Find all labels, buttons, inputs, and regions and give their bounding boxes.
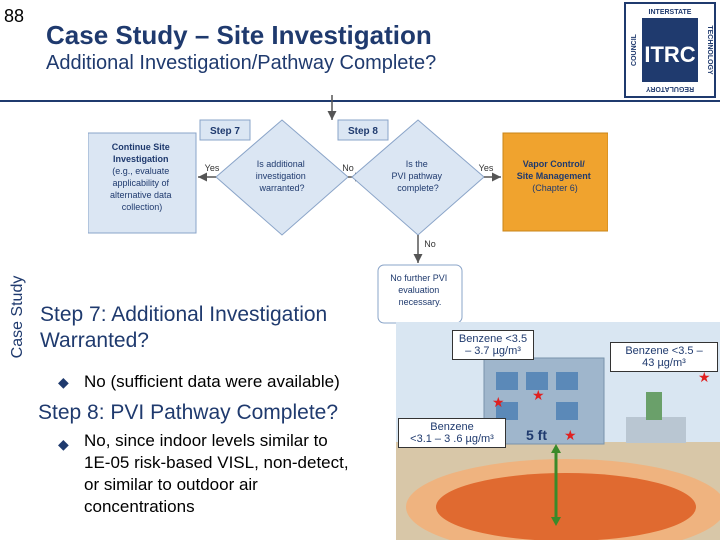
step8-bullet-line-2: 1E-05 risk-based VISL, non-detect, (84, 453, 349, 472)
step8-label: Step 8 (348, 126, 378, 137)
outdoor-unit (626, 417, 686, 443)
step7-title: Additional Investigation (106, 303, 328, 326)
diamond8-line-1: Is the (406, 159, 428, 169)
continue-line-4: applicability of (112, 178, 169, 188)
vapor-line-2: Site Management (517, 171, 591, 181)
no-mid-label: No (342, 163, 354, 173)
indoor-sample-star-icon: ★ (532, 387, 545, 403)
outdoor-sampler (646, 392, 662, 420)
step8-prefix: Step 8: (38, 401, 105, 424)
slide-number: 88 (4, 6, 25, 26)
svg-text:Vapor Control/ Site Manage: Vapor Control/ Site Management (Chapter … (517, 159, 594, 193)
page-title: Case Study – Site Investigation (46, 20, 432, 50)
step8-heading: Step 8: PVI Pathway Complete? (38, 400, 338, 426)
step8-bullet-line-3: or similar to outdoor air (84, 475, 258, 494)
end-line-1: No further PVI (390, 273, 447, 283)
side-label-text: Case Study (9, 275, 26, 359)
site-diagram: ★ ★ ★ ★ (396, 322, 720, 540)
svg-text:Continue Site Investigatio: Continue Site Investigation (e.g., evalu… (110, 142, 174, 212)
logo-left-text: COUNCIL (631, 33, 638, 66)
continue-line-2: Investigation (113, 154, 169, 164)
diamond7-line-1: Is additional (257, 159, 305, 169)
flowchart: Continue Site Investigation (e.g., evalu… (88, 95, 608, 324)
itrc-logo: ITRC INTERSTATE REGULATORY TECHNOLOGY CO… (624, 2, 716, 98)
vapor-plume (436, 473, 696, 540)
callout-subslab-line-2: <3.1 – 3 .6 µg/m³ (410, 433, 494, 445)
step8-label-box (337, 119, 389, 141)
no-down-label: No (424, 239, 436, 249)
building-window (526, 372, 548, 390)
diamond7-line-3: warranted? (258, 183, 304, 193)
continue-line-5: alternative data (110, 190, 172, 200)
continue-line-6: collection) (122, 202, 163, 212)
continue-line-3: (e.g., evaluate (112, 166, 169, 176)
side-label: Case Study (3, 260, 33, 380)
callout-subslab: Benzene <3.1 – 3 .6 µg/m³ (398, 418, 506, 448)
building-window (496, 402, 518, 420)
vapor-line-3: (Chapter 6) (532, 183, 578, 193)
step7-heading: Step 7: Additional Investigation Warrant… (40, 302, 327, 354)
end-line-2: evaluation (398, 285, 439, 295)
step8-bullet-line-4: concentrations (84, 497, 195, 516)
vapor-control-box (502, 132, 608, 232)
outdoor-sample-star-icon: ★ (698, 369, 711, 385)
distance-sample-star-icon: ★ (564, 427, 577, 443)
step8-bullet-line-1: No, since indoor levels similar to (84, 431, 328, 450)
callout-indoor: Benzene <3.5 – 3.7 µg/m³ (452, 330, 534, 360)
step8-bullet: No, since indoor levels similar to 1E-05… (84, 430, 404, 518)
step8-title: PVI Pathway Complete? (104, 401, 339, 424)
callout-indoor-line-1: Benzene <3.5 (458, 333, 528, 345)
subslab-sample-star-icon: ★ (492, 394, 505, 410)
distance-arrow-head-down (551, 517, 561, 526)
logo-right-text: TECHNOLOGY (706, 25, 713, 75)
svg-text:No further PVI evaluation: No further PVI evaluation necessary. (390, 273, 450, 307)
step7-label: Step 7 (210, 126, 240, 137)
svg-text:Is additional investigatio: Is additional investigation warranted? (256, 159, 309, 193)
diamond8-line-3: complete? (397, 183, 439, 193)
distance-label: 5 ft (526, 427, 547, 443)
distance-arrow-head-up (551, 444, 561, 453)
continue-line-1: Continue Site (112, 142, 170, 152)
diamond8-line-2: PVI pathway (391, 171, 442, 181)
diamond7-line-2: investigation (256, 171, 306, 181)
yes-right-label: Yes (479, 163, 494, 173)
page-subtitle: Additional Investigation/Pathway Complet… (46, 52, 437, 74)
callout-indoor-line-2: – 3.7 µg/m³ (465, 345, 521, 357)
header-divider (0, 100, 720, 102)
step7-prefix: Step 7: (40, 303, 107, 326)
callout-outdoor-line-2: 43 µg/m³ (642, 357, 686, 369)
callout-outdoor-line-1: Benzene <3.5 – (625, 345, 703, 357)
diamond-step7 (215, 119, 349, 236)
svg-text:Is the PVI pathway com: Is the PVI pathway complete? (391, 159, 444, 193)
callout-outdoor: Benzene <3.5 – 43 µg/m³ (610, 342, 718, 372)
step7-label-box (199, 119, 251, 141)
bullet-diamond-icon: ◆ (58, 374, 69, 390)
logo-top-text: INTERSTATE (649, 9, 692, 16)
step7-title-line2: Warranted? (40, 329, 149, 352)
building-window (556, 372, 578, 390)
callout-subslab-line-1: Benzene (430, 421, 474, 433)
bullet-diamond-icon: ◆ (58, 436, 69, 452)
continue-investigation-box (88, 132, 197, 234)
building-window (556, 402, 578, 420)
vapor-line-1: Vapor Control/ (523, 159, 586, 169)
logo-bottom-text: REGULATORY (646, 85, 694, 92)
step7-bullet: No (sufficient data were available) (84, 372, 340, 391)
building-window (496, 372, 518, 390)
yes-left-label: Yes (205, 163, 220, 173)
logo-mark: ITRC (644, 42, 695, 67)
end-line-3: necessary. (399, 297, 442, 307)
